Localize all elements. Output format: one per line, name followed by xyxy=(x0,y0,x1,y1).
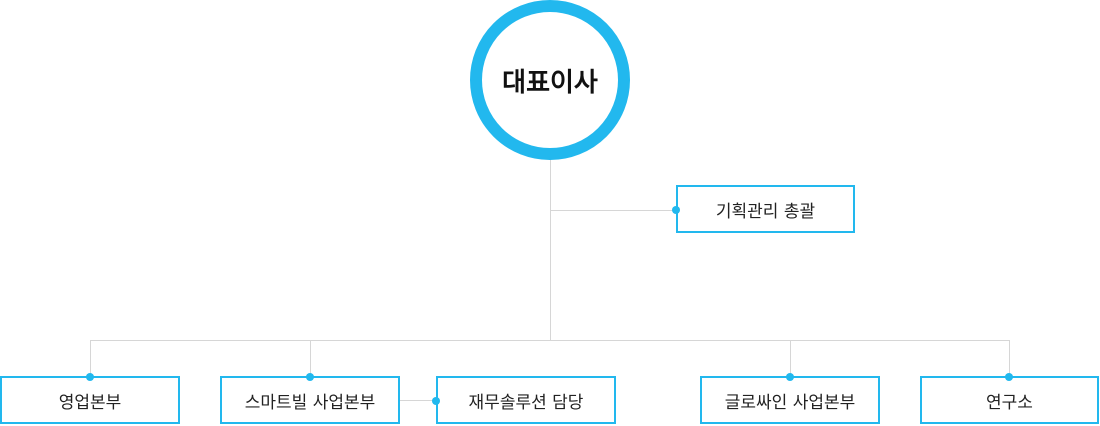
connector-smart-bill-finance xyxy=(398,400,438,401)
planning-node: 기획관리 총괄 xyxy=(676,185,855,233)
ceo-node: 대표이사 xyxy=(470,0,630,160)
research-node: 연구소 xyxy=(920,376,1099,424)
sales-node: 영업본부 xyxy=(0,376,180,424)
finance-node: 재무솔루션 담당 xyxy=(436,376,616,424)
connector-horizontal-bus xyxy=(90,340,1010,341)
connector-dot-sales xyxy=(86,373,94,381)
ceo-label: 대표이사 xyxy=(502,67,598,98)
connector-drop-global xyxy=(790,340,791,377)
connector-drop-sales xyxy=(90,340,91,377)
connector-planning-branch xyxy=(550,210,676,211)
sales-label: 영업본부 xyxy=(58,392,122,413)
global-node: 글로싸인 사업본부 xyxy=(700,376,880,424)
smart-bill-label: 스마트빌 사업본부 xyxy=(244,392,376,413)
connector-ceo-trunk xyxy=(550,158,551,340)
connector-dot-global xyxy=(786,373,794,381)
connector-dot-planning xyxy=(672,206,680,214)
connector-dot-research xyxy=(1005,373,1013,381)
connector-drop-research xyxy=(1009,340,1010,377)
smart-bill-node: 스마트빌 사업본부 xyxy=(220,376,400,424)
research-label: 연구소 xyxy=(986,392,1033,413)
finance-label: 재무솔루션 담당 xyxy=(468,392,584,413)
connector-dot-finance xyxy=(432,397,440,405)
connector-dot-smart-bill xyxy=(306,373,314,381)
connector-drop-smart-bill xyxy=(310,340,311,377)
planning-label: 기획관리 총괄 xyxy=(715,201,816,222)
global-label: 글로싸인 사업본부 xyxy=(724,392,856,413)
